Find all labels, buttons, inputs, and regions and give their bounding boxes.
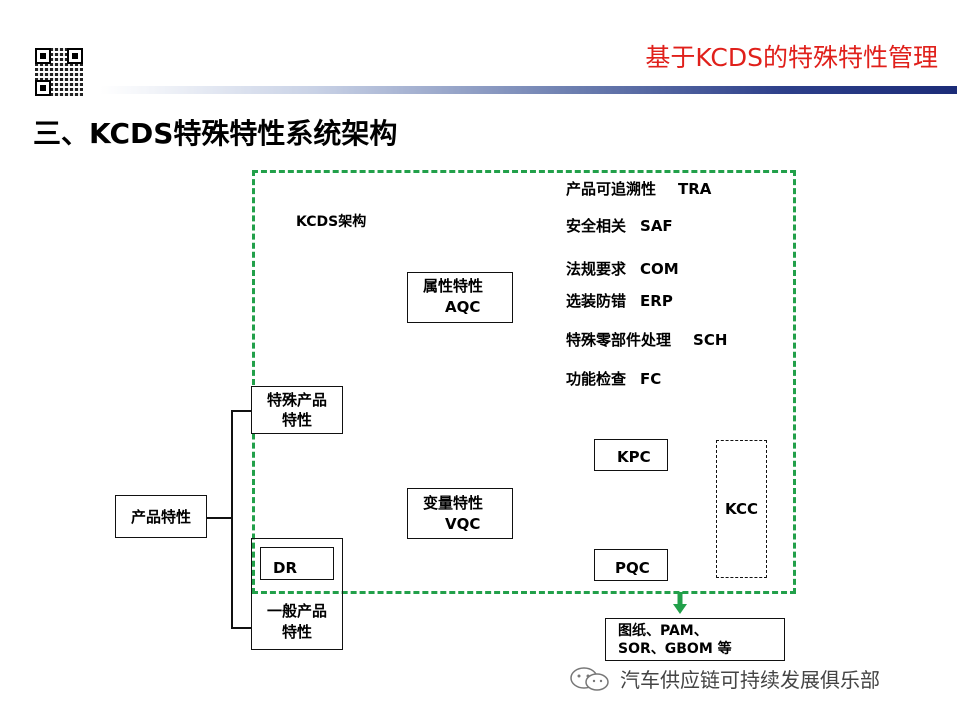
aqc-line2: AQC bbox=[445, 298, 481, 316]
product-characteristics-label: 产品特性 bbox=[130, 507, 191, 526]
output-documents-box: 图纸、PAM、 SOR、GBOM 等 bbox=[605, 618, 785, 661]
qr-code-icon bbox=[35, 48, 83, 96]
dr-box: DR bbox=[260, 547, 334, 580]
kpc-box: KPC bbox=[594, 439, 668, 471]
wechat-icon bbox=[570, 666, 609, 691]
kcds-region-label: KCDS架构 bbox=[296, 214, 367, 230]
connector-general bbox=[231, 627, 252, 629]
aqc-line1: 属性特性 bbox=[423, 277, 484, 295]
connector-vertical bbox=[231, 410, 233, 628]
kcc-label: KCC bbox=[725, 500, 758, 518]
output-line1: 图纸、PAM、 bbox=[618, 623, 708, 639]
kpc-label: KPC bbox=[617, 448, 651, 466]
down-arrow-icon bbox=[673, 592, 687, 614]
connector-root bbox=[206, 517, 232, 519]
kcds-architecture-region bbox=[252, 170, 796, 594]
connector-special bbox=[231, 410, 252, 412]
section-title: 三、KCDS特殊特性系统架构 bbox=[33, 117, 398, 150]
special-product-line1: 特殊产品 bbox=[266, 391, 327, 409]
header-divider-bar bbox=[100, 86, 957, 94]
output-line2: SOR、GBOM 等 bbox=[618, 641, 732, 657]
footer-watermark: 汽车供应链可持续发展俱乐部 bbox=[568, 664, 880, 693]
vqc-line1: 变量特性 bbox=[423, 494, 484, 512]
special-product-line2: 特性 bbox=[281, 411, 312, 429]
aqc-box: 属性特性 AQC bbox=[407, 272, 513, 323]
pqc-box: PQC bbox=[594, 549, 668, 581]
header-title: 基于KCDS的特殊特性管理 bbox=[645, 43, 938, 72]
pqc-label: PQC bbox=[615, 559, 650, 577]
kcc-box: KCC bbox=[716, 440, 767, 578]
general-product-line1: 一般产品 bbox=[266, 602, 327, 620]
special-product-characteristics-box: 特殊产品 特性 bbox=[251, 386, 343, 434]
general-product-characteristics-box: 一般产品 特性 bbox=[251, 538, 343, 650]
dr-label: DR bbox=[273, 559, 298, 577]
vqc-line2: VQC bbox=[445, 515, 481, 533]
watermark-text: 汽车供应链可持续发展俱乐部 bbox=[620, 668, 880, 692]
vqc-box: 变量特性 VQC bbox=[407, 488, 513, 539]
product-characteristics-box: 产品特性 bbox=[115, 495, 207, 538]
general-product-line2: 特性 bbox=[281, 623, 312, 641]
